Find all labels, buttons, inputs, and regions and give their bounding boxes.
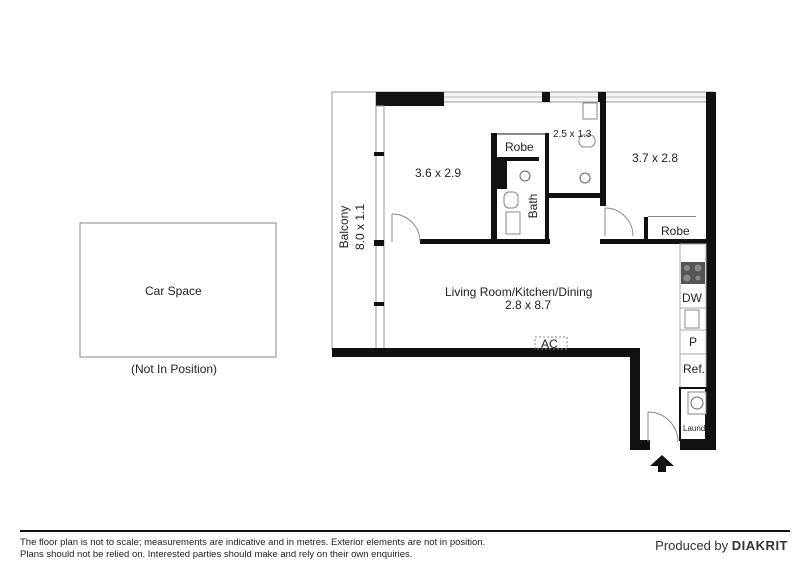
vanity-icon	[505, 211, 521, 235]
wall-bed2-living	[600, 239, 716, 244]
ensuite-dims: 2.5 x 1.3	[553, 129, 592, 140]
disclaimer-line-2: Plans should not be relied on. Intereste…	[20, 549, 413, 560]
footer-divider	[20, 530, 790, 532]
ac-label: AC	[541, 337, 558, 351]
wall-bottom	[332, 348, 638, 357]
shower-icon	[519, 170, 531, 182]
credit-prefix: Produced by	[655, 538, 729, 553]
living-dims: 2.8 x 8.7	[505, 298, 552, 312]
fridge-label: Ref.	[683, 362, 706, 376]
bedroom1-dims: 3.6 x 2.9	[415, 166, 462, 180]
pantry-label: P	[689, 335, 698, 349]
sink-icon	[684, 309, 700, 329]
car-space-label: Car Space	[145, 284, 202, 298]
laundry-label: Laundry	[683, 424, 712, 433]
dishwasher-label: DW	[682, 291, 702, 305]
wall-entry-left	[630, 348, 640, 450]
balcony-name: Balcony	[337, 205, 351, 249]
robe1-label: Robe	[505, 140, 534, 154]
laundry-tub-icon	[690, 396, 704, 410]
bath-label: Bath	[526, 193, 540, 219]
bedroom2-dims: 3.7 x 2.8	[632, 151, 679, 165]
balcony-dims: 8.0 x 1.1	[353, 203, 367, 251]
credit-brand: DIAKRIT	[731, 538, 788, 553]
living-name: Living Room/Kitchen/Dining	[445, 285, 593, 299]
ac-unit-outline	[534, 336, 568, 350]
wall-bed1-living	[420, 239, 550, 244]
producer-credit: Produced by DIAKRIT	[655, 538, 788, 553]
robe2-label: Robe	[661, 224, 690, 238]
wall-top-left	[376, 92, 444, 106]
toilet-icon	[503, 191, 519, 209]
entry-arrow-icon	[650, 455, 674, 472]
car-space-outline	[79, 222, 277, 358]
disclaimer: The floor plan is not to scale; measurem…	[20, 537, 485, 561]
wall-left-windows	[375, 105, 385, 355]
wall-right	[706, 92, 716, 450]
car-space-note: (Not In Position)	[131, 362, 218, 376]
disclaimer-line-1: The floor plan is not to scale; measurem…	[20, 537, 486, 548]
cooktop-icon	[681, 262, 705, 284]
